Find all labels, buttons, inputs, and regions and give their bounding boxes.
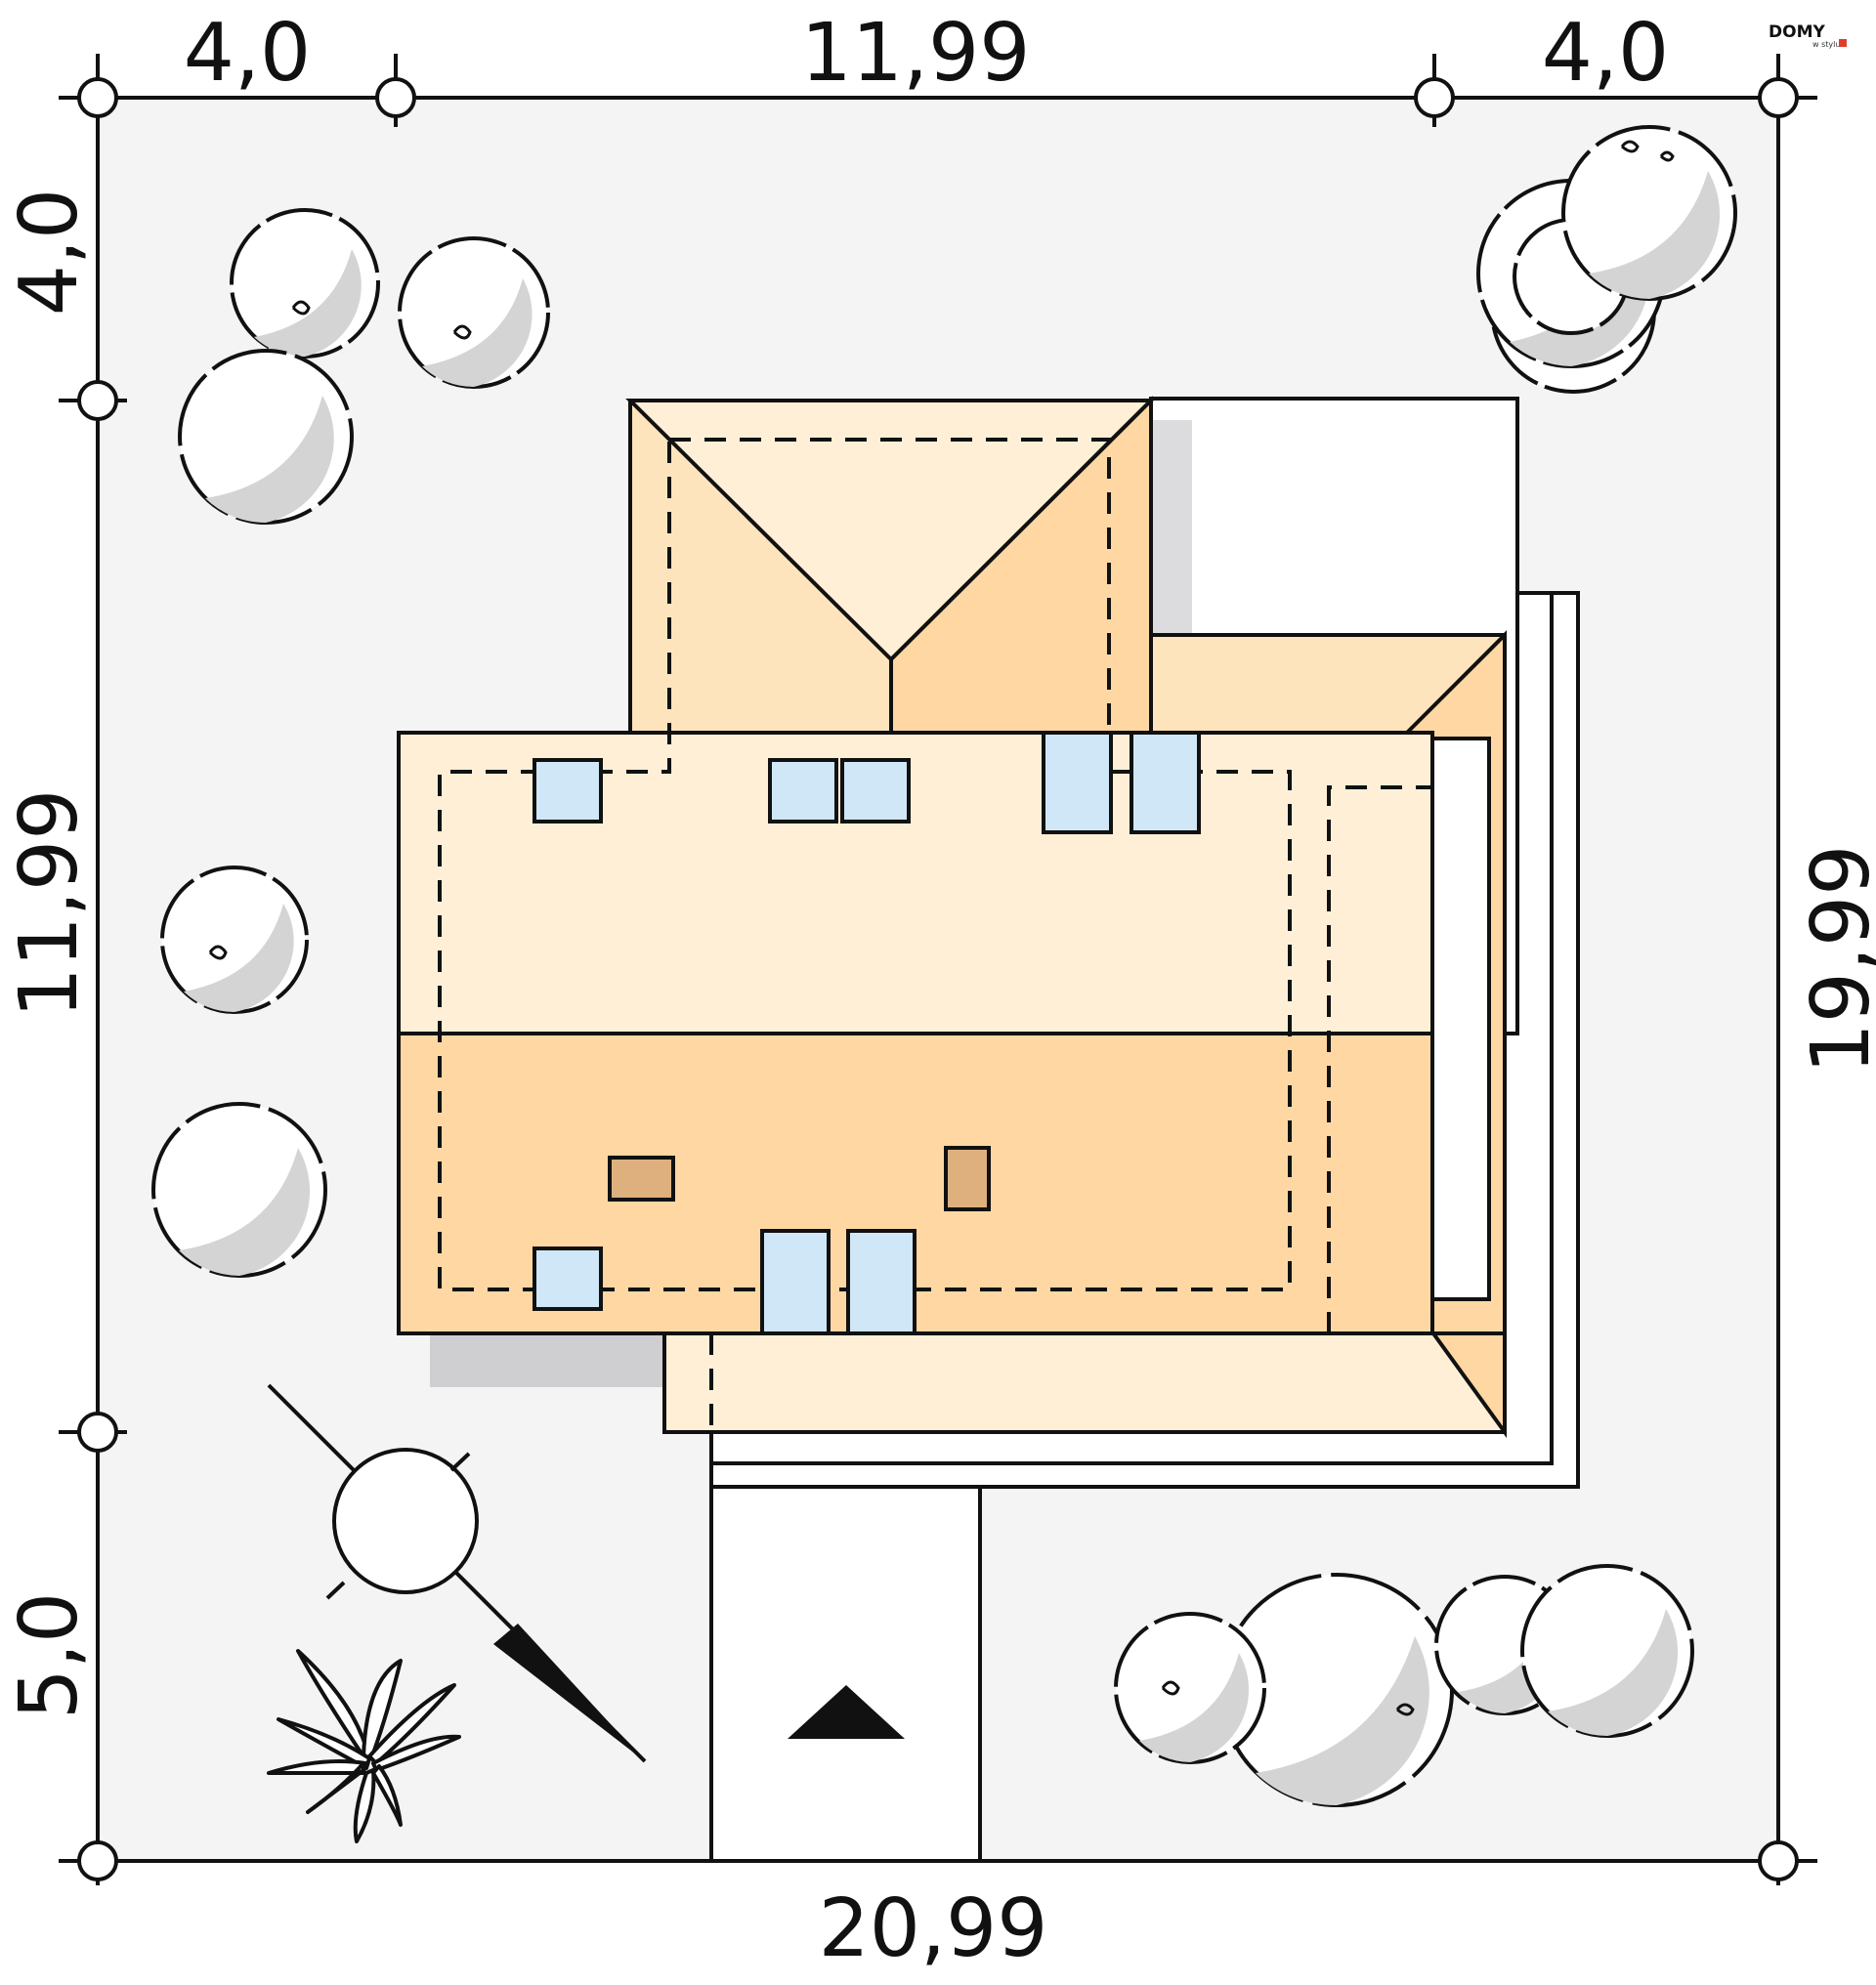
logo-main: DOMY	[1769, 22, 1825, 42]
dimension-top-left: 4,0	[184, 7, 311, 100]
dimension-left-bottom: 5,0	[3, 1592, 96, 1719]
tree-icon	[160, 866, 309, 1014]
dimension-top-middle: 11,99	[801, 7, 1031, 100]
skylight	[533, 758, 603, 824]
skylight	[840, 758, 911, 824]
skylight	[1042, 731, 1113, 834]
agave-plant-icon	[267, 1649, 461, 1843]
tree-icon	[1520, 1564, 1694, 1738]
compass-icon	[267, 1383, 647, 1763]
skylight	[768, 758, 838, 824]
logo-mark	[1839, 39, 1847, 47]
tree-icon	[178, 349, 354, 525]
tree-icon	[1114, 1612, 1266, 1764]
logo-sub: w stylu	[1812, 40, 1840, 49]
dimension-top-right: 4,0	[1542, 7, 1669, 100]
chimney	[608, 1156, 675, 1202]
tree-icon	[398, 236, 550, 389]
skylight	[1130, 731, 1201, 834]
roof-shadow-right	[1153, 420, 1192, 635]
skylights	[533, 731, 1201, 1335]
dimension-lines	[59, 54, 1817, 1885]
skylight	[846, 1229, 917, 1335]
tree-icon	[1561, 125, 1737, 301]
dimension-bottom: 20,99	[819, 1882, 1048, 1975]
entrance-arrow-icon	[788, 1685, 905, 1739]
driveway	[709, 1485, 982, 1863]
dimension-left-middle: 11,99	[3, 789, 96, 1019]
skylight	[760, 1229, 831, 1335]
dimension-left-top: 4,0	[3, 189, 96, 316]
skylight	[533, 1246, 603, 1311]
tree-icon	[230, 208, 380, 359]
dimension-right: 19,99	[1795, 845, 1876, 1075]
roof-lower-wing	[662, 1331, 1507, 1434]
north-arrow-icon	[493, 1624, 645, 1761]
dimension-markers	[77, 77, 1799, 1881]
tree-icon	[151, 1102, 327, 1278]
chimney	[944, 1146, 991, 1211]
porch-opening	[1430, 737, 1491, 1301]
logo: DOMY w stylu	[1769, 22, 1847, 49]
